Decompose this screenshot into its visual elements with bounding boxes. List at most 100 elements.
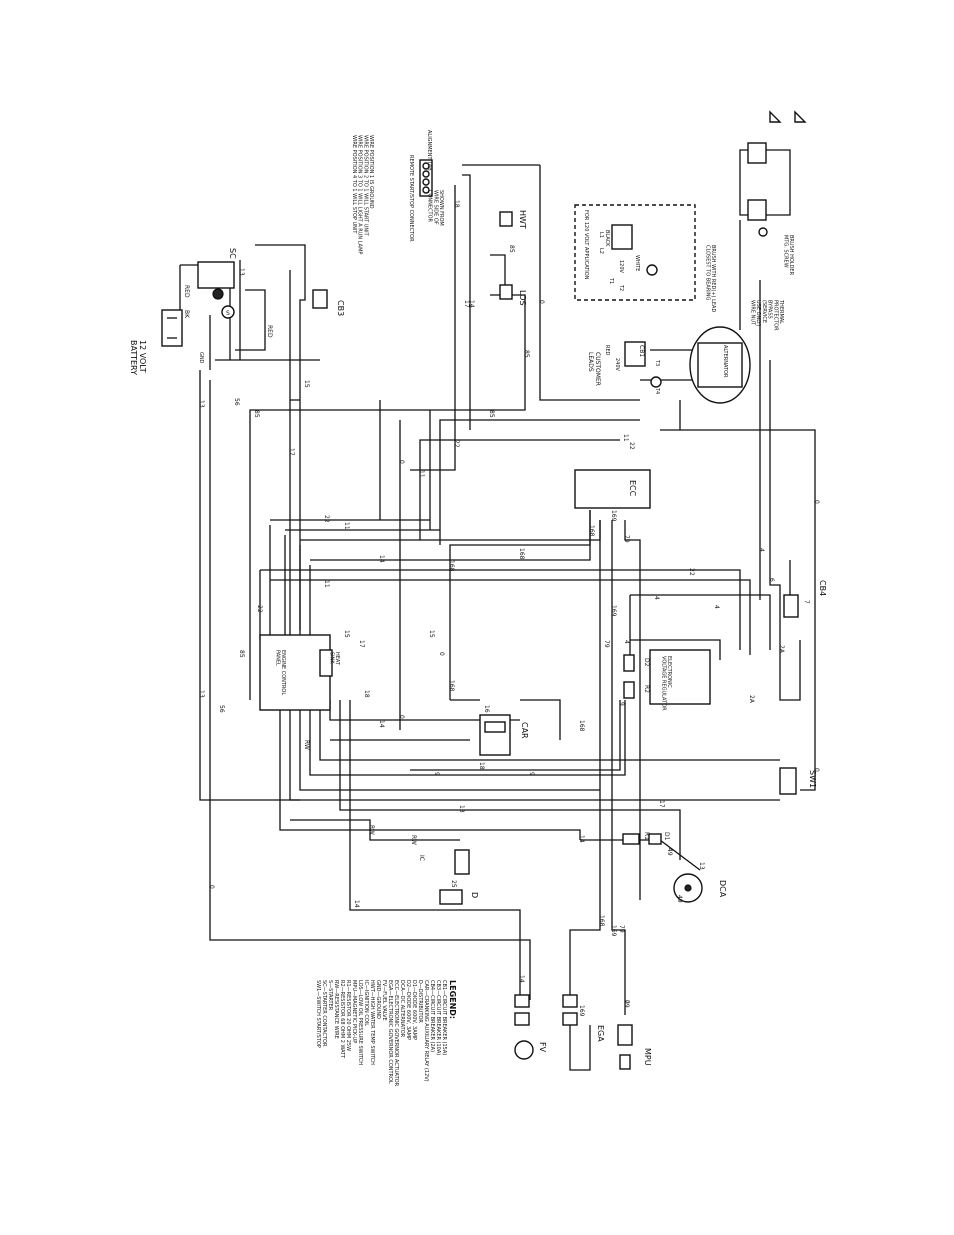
wire-label: 22 — [628, 442, 635, 450]
wire-label: 11 — [343, 522, 350, 530]
distributor-icon — [439, 889, 463, 905]
label-heat-sink: HEATSINK — [328, 652, 340, 666]
wire-label: 85 — [523, 350, 530, 358]
wire-label: 25 — [450, 880, 457, 888]
label-sc: SC — [228, 248, 237, 259]
label-cb3: CB3 — [336, 300, 345, 316]
legend-item: LOS—LOW OIL PRESSURE SWITCH — [357, 980, 363, 1065]
wire-label: 4 — [653, 596, 660, 600]
legend-item: ECC—ELECTRONIC GOVERNOR ACTUATOR — [393, 980, 399, 1087]
legend-item: FV—FUEL VALVE — [381, 980, 387, 1021]
label-d2: D2 — [643, 658, 650, 667]
wire-label: 168 — [518, 548, 525, 560]
wire-label: 18 — [363, 690, 370, 698]
label-starter-s: S — [226, 310, 230, 317]
label-d1: D1 — [663, 832, 670, 841]
label-starter-red: RED — [266, 325, 273, 338]
label-fv: FV — [538, 1042, 547, 1053]
legend-item: CB4—CIRCUIT BREAKER (2A) — [429, 980, 435, 1052]
los-switch-icon — [499, 284, 513, 300]
cb3-breaker-icon — [312, 289, 328, 309]
wire-label: 14 — [518, 975, 525, 983]
hwt-switch-icon — [499, 211, 513, 227]
label-thermal: THERMALPROTECTORBYPASS(SERVICEUSE ONLY)W… — [749, 299, 784, 331]
wire-label: 4 — [713, 605, 720, 609]
voltage-regulator — [649, 649, 711, 705]
wire-label: 0 — [538, 300, 545, 304]
wire-label: 18 — [453, 200, 460, 208]
label-v120: 120V — [618, 260, 624, 274]
legend-item: CAR—CRANKING AUXILIARY RELAY (12V) — [423, 980, 429, 1082]
wire-label: 56 — [233, 398, 240, 406]
label-cb1: CB1 — [638, 345, 645, 357]
wire-label: 15 — [343, 630, 350, 638]
label-hwt: HWT — [518, 210, 527, 229]
wire-label: 56 — [218, 705, 225, 713]
label-l1: L1 — [598, 232, 604, 238]
legend-item: HWT—HIGH WATER TEMP SWITCH — [369, 980, 375, 1065]
alternator-icon — [689, 326, 751, 404]
wire-label: 9 — [528, 772, 535, 776]
wire-label: 13 — [198, 400, 205, 408]
brush-holder-icon — [739, 110, 807, 237]
label-cb4: CB4 — [818, 580, 827, 596]
wire-label: 0 — [623, 1000, 630, 1004]
wire-label: 85 — [253, 410, 260, 418]
label-l2: L2 — [598, 248, 604, 254]
label-shown-from: SHOWN FROMWIRE SIDE OFCONNECTOR — [427, 190, 445, 226]
label-v240: 240V — [614, 358, 620, 372]
label-brush-note: BRUSH WITH RED(+) LEADCLOSEST TO BEARING — [704, 245, 716, 312]
legend-item: CB1—CIRCUIT BREAKER (15A) — [441, 980, 447, 1055]
label-sw1: SW1 — [808, 770, 817, 788]
label-t3: T3 — [654, 359, 660, 366]
wire-label: RW — [303, 740, 310, 750]
r1-resistor-icon — [622, 833, 640, 845]
label-r1: R1 — [643, 832, 650, 840]
label-t4: T4 — [654, 387, 660, 394]
legend: LEGEND: CB1—CIRCUIT BREAKER (15A) CB3—CI… — [315, 980, 457, 1087]
wire-label: 169 — [610, 605, 617, 617]
label-ega: EGA — [596, 1025, 605, 1042]
box-120v-application — [574, 204, 696, 301]
wire-label: 2A — [778, 645, 785, 654]
car-relay — [479, 714, 511, 756]
wire-label: 168 — [448, 680, 455, 692]
wire-label: 11 — [323, 580, 330, 588]
wire-label: 49 — [666, 848, 673, 856]
legend-item: SC—STARTER CONTACTOR — [321, 980, 327, 1047]
ignition-coil-icon — [454, 849, 470, 875]
component-labels: SC CB3 12 VOLTBATTERY RED BK RED GND HWT… — [129, 130, 827, 1066]
wire-label: 13 — [238, 268, 245, 276]
wire-label: 13 — [698, 862, 705, 870]
legend-item: S—STARTER — [327, 980, 333, 1011]
wire-label: 79 — [603, 640, 610, 648]
label-rw: RW — [410, 835, 417, 845]
label-ecc: ECC — [628, 480, 637, 497]
legend-item: CB3—CIRCUIT BREAKER (10A) — [435, 980, 441, 1055]
mpu-pickup-icon — [617, 1024, 633, 1070]
label-los: LOS — [518, 290, 527, 306]
wire-label: 22 — [453, 440, 460, 448]
wire-label: 18 — [478, 762, 485, 770]
wire-label: 0 — [208, 885, 215, 889]
wire-label: 6 — [768, 578, 775, 582]
label-regulator: ELECTRONICVOLTAGE REGULATOR — [660, 656, 672, 711]
wire-label: 169 — [578, 1005, 585, 1017]
legend-item: RW—RESISTANCE WIRE — [333, 980, 339, 1039]
wire-label: 11 — [418, 470, 425, 478]
d2-diode-icon — [623, 654, 635, 672]
wire-label: 22 — [688, 568, 695, 576]
wire-label: 168 — [588, 525, 595, 537]
legend-item: DCA—DC ALTERNATOR — [399, 980, 405, 1038]
wire-label: 0 — [398, 460, 405, 464]
d1-diode-icon — [648, 833, 662, 845]
remote-connector-icon — [419, 159, 433, 197]
sw1-switch-icon — [779, 767, 797, 795]
wire-label: 9 — [618, 702, 625, 706]
label-car: CAR — [520, 722, 529, 739]
wire-label: 15 — [428, 630, 435, 638]
legend-item: R1—RESISTOR 20 OHM 25W — [345, 980, 351, 1051]
label-gnd: GND — [198, 352, 204, 364]
legend-item: IC—IGNITION COIL — [363, 980, 369, 1026]
